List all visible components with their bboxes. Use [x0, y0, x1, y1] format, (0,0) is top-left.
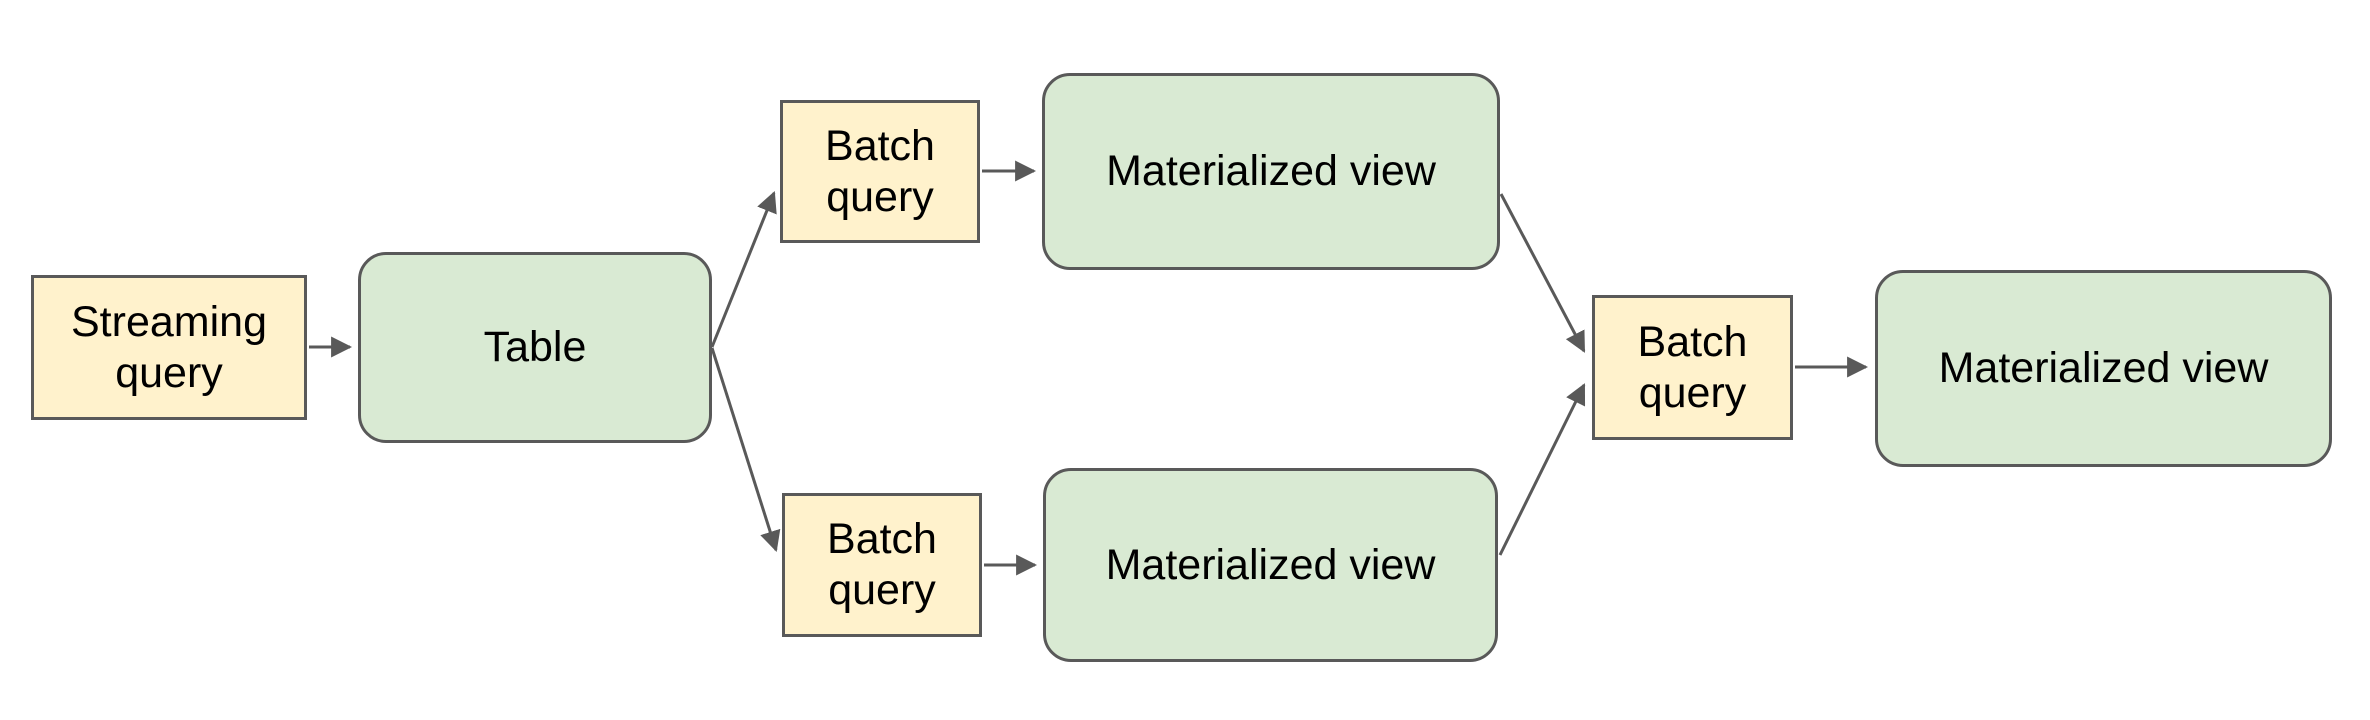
- node-batch-query-top-label: Batch query: [825, 121, 935, 221]
- node-batch-query-center-label: Batch query: [1637, 317, 1748, 417]
- node-batch-query-bottom: Batch query: [782, 493, 982, 637]
- node-streaming-query-label: Streaming query: [71, 297, 267, 397]
- node-materialized-view-bottom: Materialized view: [1043, 468, 1498, 662]
- node-materialized-view-bottom-label: Materialized view: [1105, 540, 1436, 589]
- node-materialized-view-right: Materialized view: [1875, 270, 2332, 467]
- node-streaming-query: Streaming query: [31, 275, 307, 420]
- node-batch-query-bottom-label: Batch query: [827, 515, 937, 614]
- node-batch-query-top: Batch query: [780, 100, 980, 243]
- node-materialized-view-top-label: Materialized view: [1106, 147, 1436, 196]
- node-materialized-view-right-label: Materialized view: [1938, 344, 2269, 393]
- arrow-materialized-view-top-to-batch-query-center: [1499, 193, 1586, 353]
- arrow-table-to-batch-query-bottom: [710, 347, 781, 553]
- node-table: Table: [358, 252, 712, 443]
- arrow-materialized-view-bottom-to-batch-query-center: [1498, 383, 1586, 556]
- arrow-table-to-batch-query-top: [710, 191, 777, 348]
- node-materialized-view-top: Materialized view: [1042, 73, 1500, 270]
- node-table-label: Table: [483, 323, 587, 372]
- node-batch-query-center: Batch query: [1592, 295, 1793, 440]
